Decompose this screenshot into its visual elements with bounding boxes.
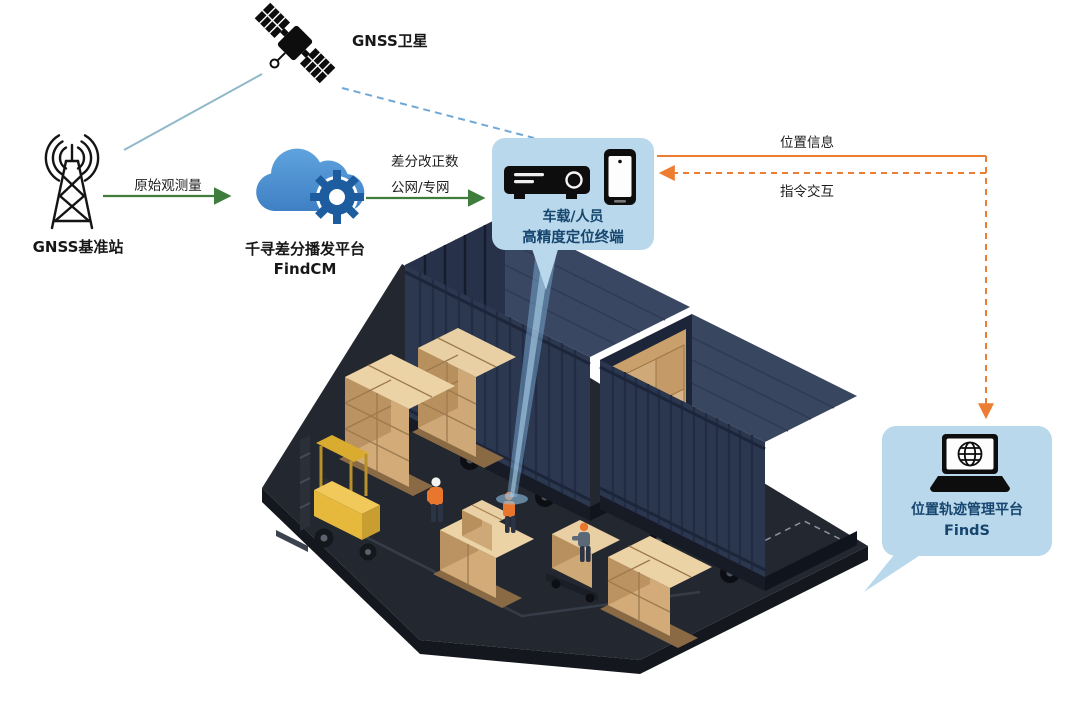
pallet-stack-right	[600, 536, 712, 648]
terminal-bubble	[492, 138, 654, 290]
laptop-globe-icon	[930, 434, 1010, 492]
terminal-label-line1: 车载/人员	[542, 209, 604, 225]
cloud-platform-title: 千寻差分播发平台	[244, 240, 365, 258]
finds-label-line1: 位置轨迹管理平台	[911, 502, 1023, 518]
cloud-gear-icon	[256, 148, 365, 224]
positioning-beam	[496, 250, 557, 505]
connectors	[103, 73, 994, 420]
command-interaction-label: 指令交互	[780, 184, 834, 200]
base-station-label: GNSS基准站	[32, 238, 124, 256]
finds-bubble	[864, 426, 1052, 592]
link-satellite-base	[123, 73, 263, 151]
warehouse-illustration	[262, 215, 868, 674]
correction-label-line2: 公网/专网	[391, 180, 450, 196]
pallet-stack-front	[339, 354, 455, 496]
terminal-label-line2: 高精度定位终端	[522, 230, 624, 246]
forklift	[276, 435, 380, 561]
correction-label-line1: 差分改正数	[391, 154, 459, 170]
finds-label-line2: FindS	[943, 523, 991, 539]
globe-icon	[957, 441, 983, 467]
terminal-label: 车载/人员 高精度定位终端	[492, 207, 654, 250]
container-right	[599, 314, 857, 591]
pallet-boxes-center	[433, 500, 534, 608]
position-info-label: 位置信息	[780, 135, 834, 151]
finds-label: 位置轨迹管理平台 FindS	[882, 500, 1052, 543]
receiver-icon	[504, 166, 590, 199]
worker-1	[427, 477, 443, 522]
cloud-platform-subtitle: FindCM	[273, 260, 337, 278]
link-satellite-terminal	[341, 87, 535, 139]
raw-observation-label: 原始观测量	[134, 178, 202, 194]
satellite-icon	[254, 2, 336, 84]
pallet-jack	[546, 520, 620, 603]
smartphone-icon	[604, 149, 636, 205]
satellite-label: GNSS卫星	[352, 32, 428, 50]
worker-3	[572, 522, 591, 562]
radio-tower-icon	[44, 134, 100, 230]
